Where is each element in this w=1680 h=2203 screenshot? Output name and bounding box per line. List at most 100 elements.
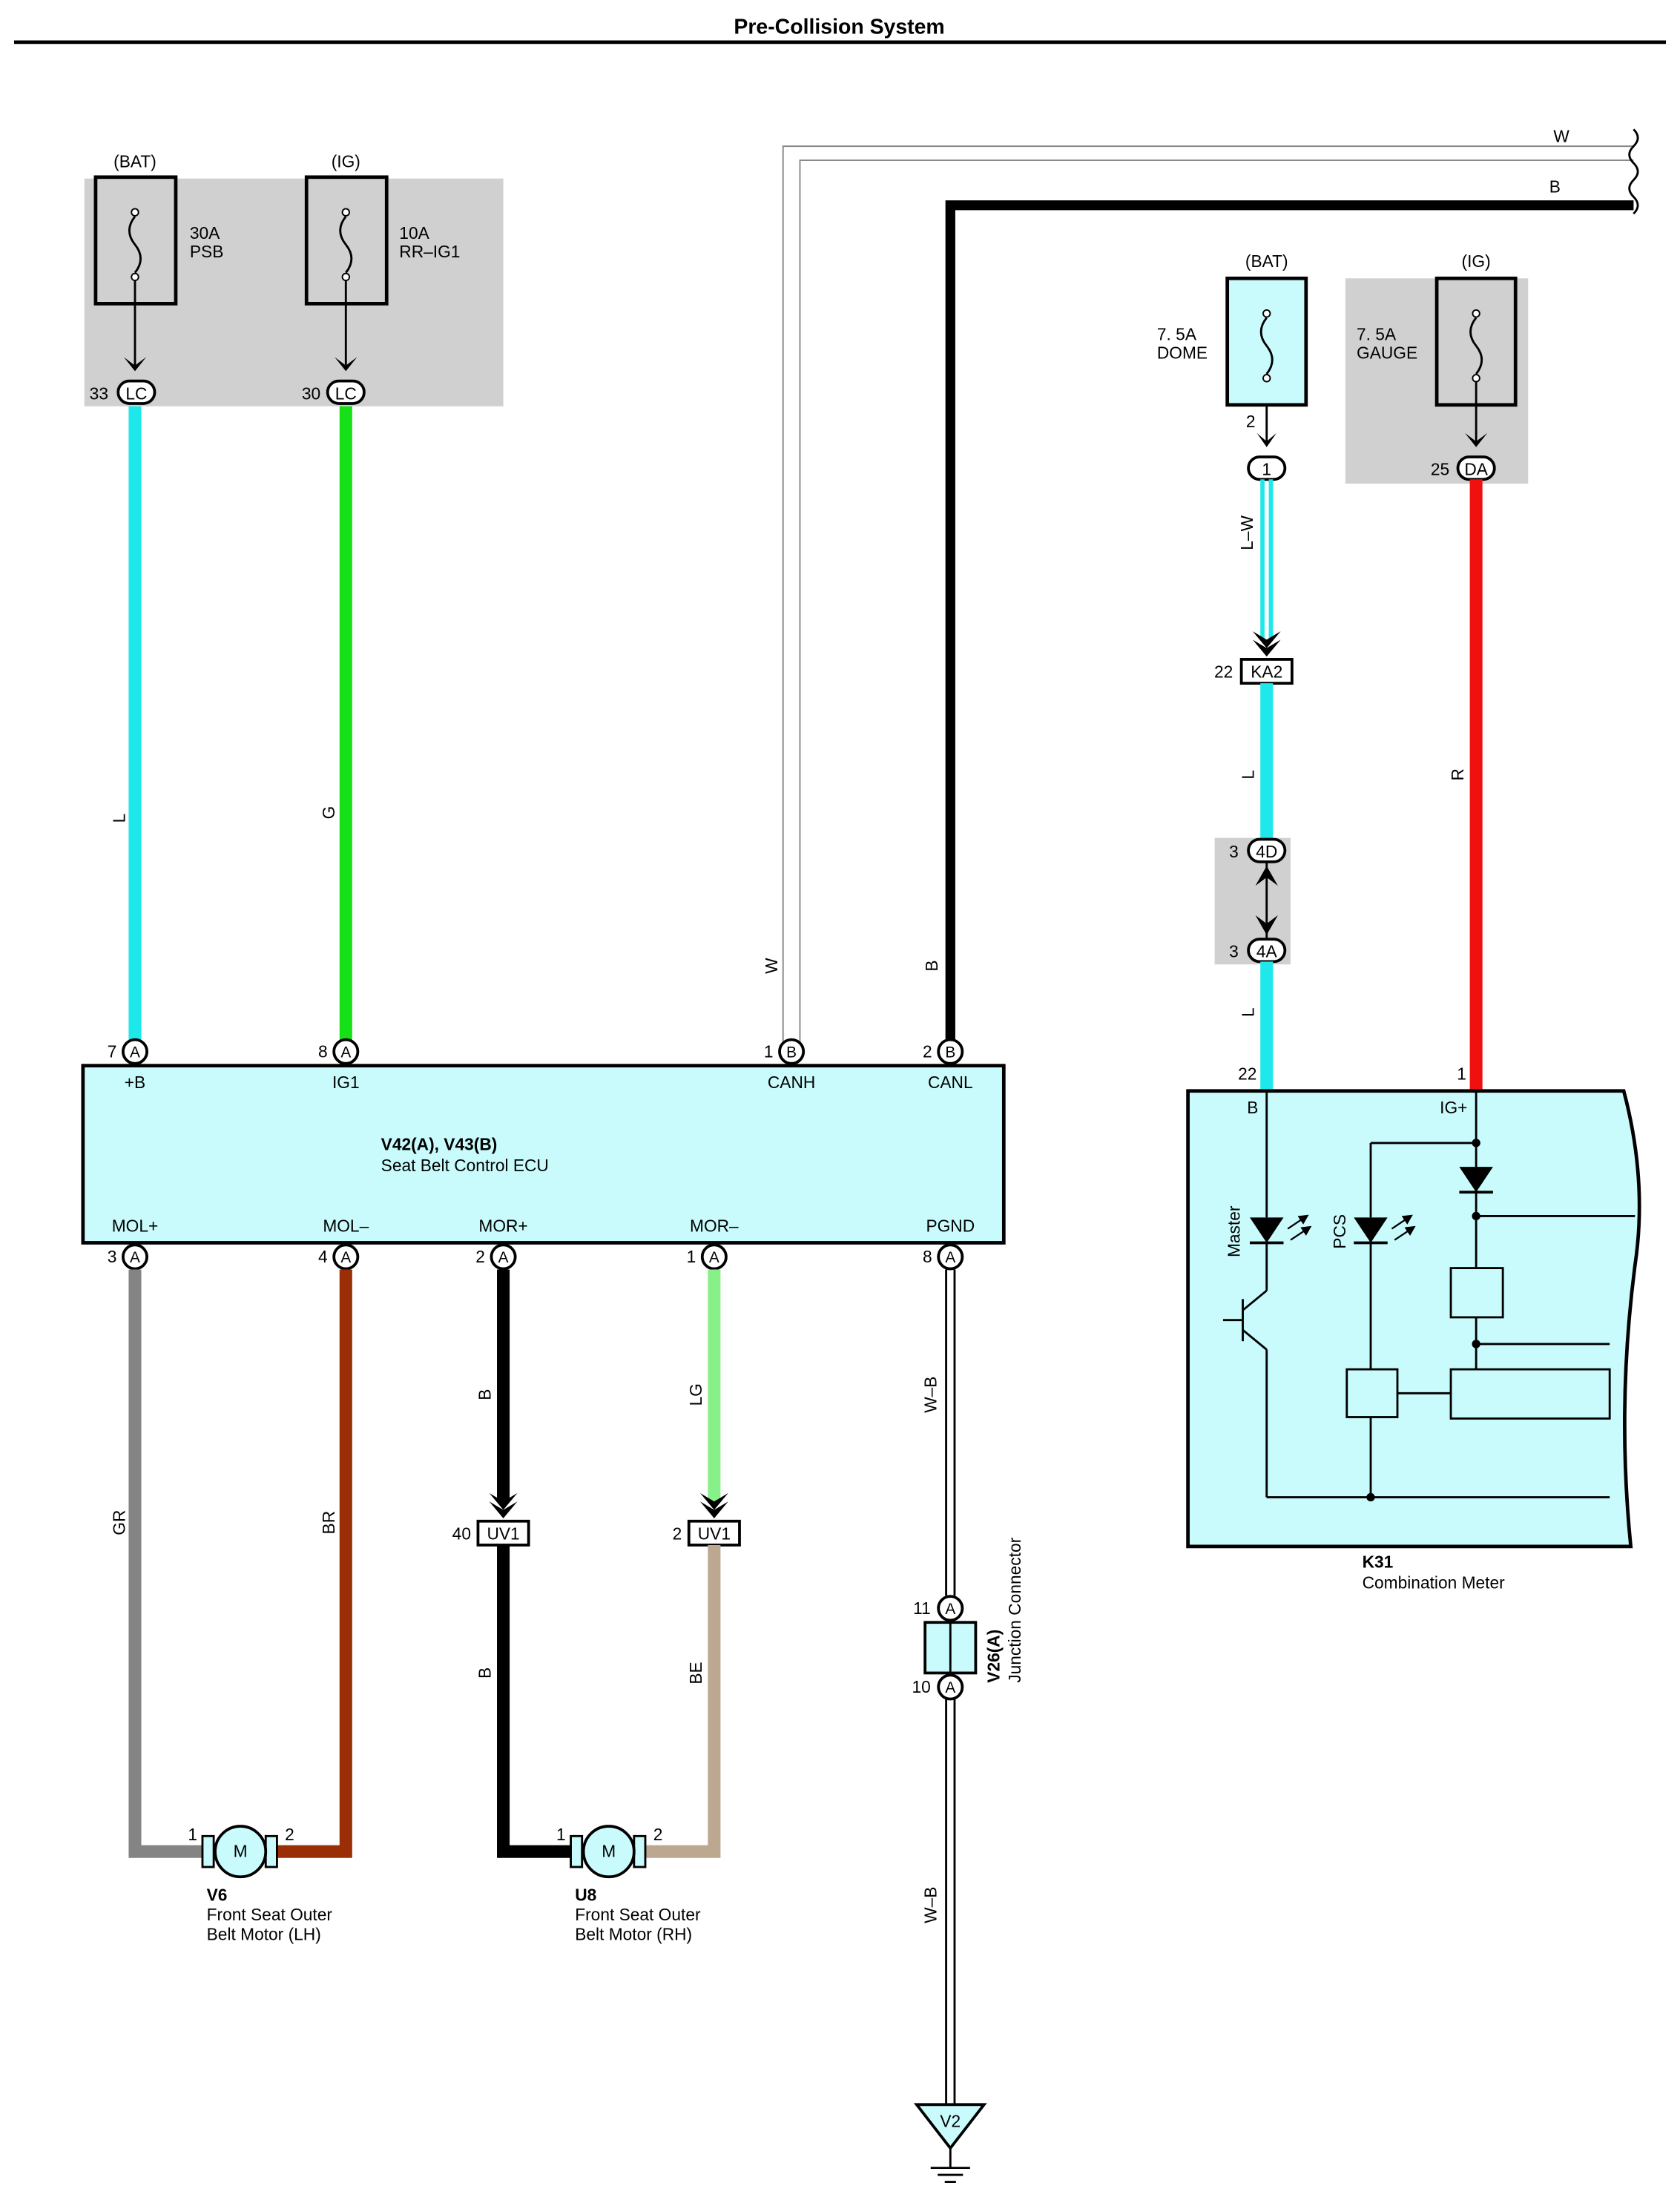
ecu-pin-label: MOR+	[478, 1216, 527, 1235]
ecu-pin-label: CANL	[928, 1073, 973, 1092]
wire-label-lw: L–W	[1237, 515, 1256, 550]
ecu-bottom-pin-mol-minus: MOL– A 4	[318, 1216, 369, 1271]
connector-lc-rrig1	[326, 379, 366, 405]
ecu-pin-conn: A	[340, 1249, 351, 1266]
fuse-dome-amp: 7. 5A	[1157, 325, 1197, 344]
ecu-pin-conn: B	[786, 1044, 797, 1061]
ecu-pin-num: 1	[764, 1041, 774, 1061]
connector-4a-pin: 3	[1229, 942, 1239, 961]
arrow-icon	[489, 1492, 518, 1510]
v26-top-conn: A	[945, 1601, 955, 1618]
wire-lw	[1260, 479, 1274, 640]
motor-lh-pin2: 2	[285, 1825, 294, 1844]
fuse-dome-name: DOME	[1157, 343, 1208, 362]
arrow-icon	[335, 357, 358, 372]
connector-ka2	[1239, 658, 1294, 685]
meter-pin-b-num: 22	[1238, 1064, 1256, 1084]
fuse-psb-pin: 33	[90, 383, 108, 403]
motor-symbol: M	[234, 1842, 248, 1861]
ecu-pin-num: 7	[108, 1041, 117, 1061]
ecu-pin-num: 2	[923, 1041, 932, 1061]
led-label-pcs: PCS	[1330, 1214, 1349, 1249]
wire-label-b-top: B	[1549, 177, 1561, 197]
break-mark-top	[1628, 128, 1639, 215]
connector-uv1-left-label: UV1	[487, 1524, 519, 1543]
wire-label-b-mor2: B	[475, 1667, 495, 1679]
wire-label-lg: LG	[686, 1383, 705, 1406]
v26-label-bold: V26(A)	[984, 1630, 1004, 1683]
connector-uv1-right-label: UV1	[698, 1524, 731, 1543]
fuse-icon	[1469, 317, 1483, 375]
ecu-pin-num: 8	[923, 1247, 932, 1266]
arrow-icon	[1252, 639, 1281, 657]
fuse-gauge-amp: 7. 5A	[1357, 325, 1397, 344]
wire-label-l-meter: L	[1239, 1007, 1258, 1017]
meter-name: Combination Meter	[1363, 1573, 1505, 1593]
wire-label-b-mor1: B	[475, 1389, 495, 1400]
connector-da-gauge-label: DA	[1464, 460, 1488, 479]
meter-pin-ig-label: IG+	[1440, 1098, 1467, 1117]
led-icon-pcs	[1354, 1217, 1388, 1243]
wire-label-w-can: W	[762, 958, 781, 974]
motor-rh-pin2: 2	[653, 1825, 663, 1844]
fuse-psb-name: PSB	[190, 242, 224, 261]
fuse-rrig1-amp: 10A	[399, 223, 429, 243]
connector-uv1-left-pin: 40	[452, 1524, 471, 1543]
meter-pin-ig-num: 1	[1457, 1064, 1466, 1084]
connector-1-dome	[1247, 455, 1287, 481]
wire-label-wb2: W–B	[920, 1887, 940, 1923]
ecu-bottom-pin-mor-plus: MOR+ A 2	[475, 1216, 528, 1271]
connector-uv1-right	[687, 1519, 741, 1547]
motor-lh: M	[201, 1825, 278, 1879]
wire-label-g: G	[319, 806, 338, 820]
ecu-pin-conn: B	[945, 1044, 955, 1061]
ecu-pin-conn: A	[709, 1249, 719, 1266]
arrow-icon	[1252, 631, 1281, 648]
motor-lh-pin1: 1	[188, 1825, 197, 1844]
connector-lc-psb	[116, 379, 157, 405]
fuse-psb-amp: 30A	[190, 223, 220, 243]
ecu-pin-label: +B	[125, 1073, 145, 1092]
connector-4a-label: 4A	[1256, 942, 1278, 961]
ecu-pin-label: IG1	[332, 1073, 360, 1092]
led-icon-master	[1249, 1217, 1284, 1243]
ecu-pin-conn: A	[130, 1044, 140, 1061]
fuse-icon	[1259, 317, 1274, 375]
ecu-top-pin-b-plus: A 7 +B	[108, 1038, 148, 1092]
arrow-icon	[1255, 866, 1278, 886]
arrow-icon	[699, 1501, 728, 1518]
connector-uv1-right-pin: 2	[673, 1524, 682, 1543]
fuse-dome-source: (BAT)	[1245, 251, 1288, 271]
wire-b-mor-lower	[497, 1544, 577, 1858]
fuse-icon	[339, 215, 353, 274]
ecu-pin-label: PGND	[926, 1216, 975, 1235]
ecu-pin-label: MOL–	[323, 1216, 369, 1235]
meter-pin-b-label: B	[1247, 1098, 1258, 1117]
led-label-master: Master	[1225, 1205, 1244, 1257]
motor-rh: M	[570, 1825, 647, 1879]
fuse-block-shade-left	[84, 178, 504, 406]
ground-icon	[913, 2103, 987, 2183]
ecu-top-pin-ig1: A 8 IG1	[318, 1038, 360, 1092]
arrow-icon	[1255, 915, 1278, 935]
fuse-gauge-name: GAUGE	[1357, 343, 1417, 362]
v26-label: Junction Connector	[1005, 1537, 1024, 1682]
connector-4d-label: 4D	[1256, 842, 1277, 861]
fuse-gauge-pin: 25	[1431, 460, 1449, 479]
page-title: Pre-Collision System	[734, 15, 944, 39]
fuse-rrig1-source: (IG)	[332, 152, 360, 171]
ecu-pin-conn: A	[945, 1249, 955, 1266]
v26-bottom-conn: A	[945, 1679, 955, 1696]
wire-gr	[128, 1269, 208, 1858]
wire-label-r: R	[1448, 768, 1467, 780]
arrow-icon	[699, 1492, 728, 1510]
fuse-psb-source: (BAT)	[113, 152, 157, 171]
junction-connector-v26: A A	[923, 1595, 978, 1701]
ecu-pin-conn: A	[340, 1044, 351, 1061]
wire-br	[272, 1269, 352, 1858]
ecu-name: Seat Belt Control ECU	[381, 1156, 549, 1175]
motor-rh-id: U8	[575, 1886, 596, 1905]
wire-label-wb1: W–B	[920, 1377, 940, 1413]
fuse-dome-box	[1225, 276, 1308, 407]
motor-rh-line1: Front Seat Outer	[575, 1905, 701, 1924]
